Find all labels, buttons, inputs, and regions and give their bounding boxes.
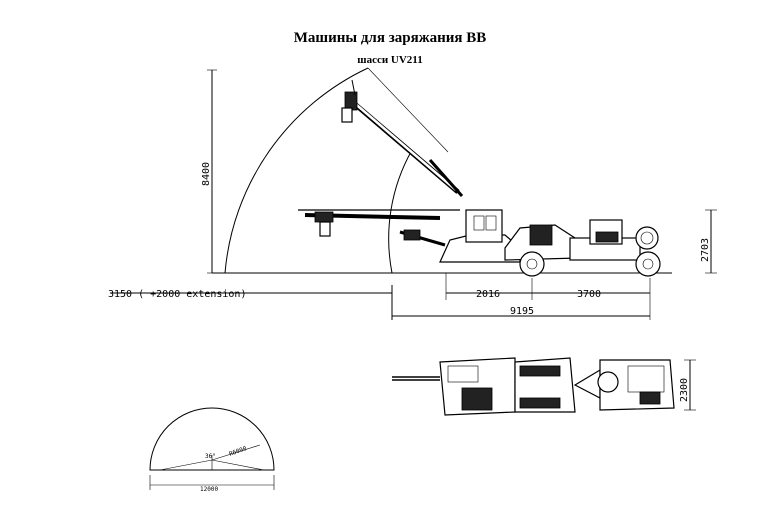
section-angle-label: 36° <box>205 453 216 460</box>
carrier-top-view <box>392 357 675 416</box>
wheelbase-label: 3700 <box>577 289 601 300</box>
height-cab-label: 2703 <box>700 238 711 262</box>
section-span-label: 12000 <box>200 486 218 493</box>
reach-label: 3150 ( +2000 extension) <box>108 289 246 300</box>
boom-sweep-line <box>367 67 449 153</box>
height-max-label: 8400 <box>201 162 212 186</box>
section-radius-label: R6000 <box>228 445 248 458</box>
diagram-title: Машины для заряжания ВВ <box>293 30 487 46</box>
carrier-side-view <box>439 209 661 277</box>
inner-reach-arc <box>388 149 413 274</box>
diagram-subtitle: шасси UV211 <box>357 54 423 66</box>
boom-raised <box>341 79 464 197</box>
tunnel-cross-section <box>149 407 275 490</box>
boom-horizontal <box>298 209 460 247</box>
outer-reach-arc <box>224 67 369 274</box>
length-label: 9195 <box>510 306 534 317</box>
front-label: 2016 <box>476 289 500 300</box>
width-label: 2300 <box>679 378 690 402</box>
